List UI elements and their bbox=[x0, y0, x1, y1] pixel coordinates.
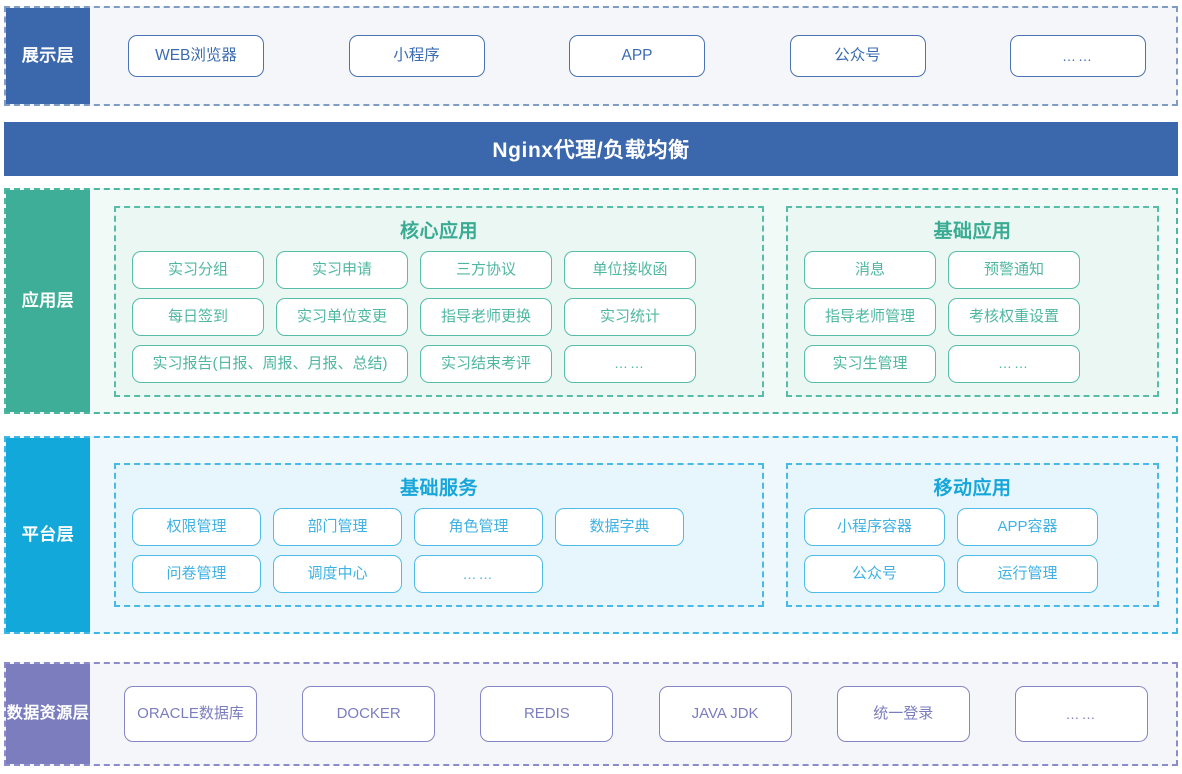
group-grid-mobile-application: 小程序容器 APP容器 公众号 运行管理 bbox=[804, 508, 1141, 593]
group-row: 每日签到 实习单位变更 指导老师更换 实习统计 bbox=[132, 297, 746, 336]
group-grid-basic-application: 消息 预警通知 指导老师管理 考核权重设置 实习生管理 …… bbox=[804, 250, 1141, 383]
group-title-core-application: 核心应用 bbox=[399, 220, 478, 242]
group-grid-basic-service: 权限管理 部门管理 角色管理 数据字典 问卷管理 调度中心 …… bbox=[132, 508, 746, 593]
chip-permission-management[interactable]: 权限管理 bbox=[132, 508, 261, 546]
data-resource-chip-row: ORACLE数据库 DOCKER REDIS JAVA JDK 统一登录 …… bbox=[90, 686, 1176, 742]
chip-app[interactable]: APP bbox=[569, 35, 705, 77]
chip-mini-program-container[interactable]: 小程序容器 bbox=[804, 508, 945, 546]
layer-label-data-resource-line1: 数据资 bbox=[6, 705, 57, 722]
chip-docker[interactable]: DOCKER bbox=[302, 686, 436, 742]
chip-internship-unit-change[interactable]: 实习单位变更 bbox=[276, 297, 408, 336]
chip-assessment-weight-setting[interactable]: 考核权重设置 bbox=[948, 297, 1080, 336]
application-groups: 核心应用 实习分组 实习申请 三方协议 单位接收函 每日签到 实习单位变更 指导… bbox=[90, 190, 1177, 412]
chip-scheduling-center[interactable]: 调度中心 bbox=[273, 555, 402, 593]
group-title-basic-service: 基础服务 bbox=[399, 478, 478, 499]
chip-internship-report[interactable]: 实习报告(日报、周报、月报、总结) bbox=[132, 344, 408, 383]
layer-data-resource: 数据资 源层 ORACLE数据库 DOCKER REDIS JAVA JDK 统… bbox=[4, 662, 1178, 766]
layer-presentation: 展示层 WEB浏览器 小程序 APP 公众号 …… bbox=[4, 6, 1178, 106]
group-grid-core-application: 实习分组 实习申请 三方协议 单位接收函 每日签到 实习单位变更 指导老师更换 … bbox=[132, 250, 746, 383]
layer-label-data-resource-line2: 源层 bbox=[56, 705, 90, 722]
group-basic-service: 基础服务 权限管理 部门管理 角色管理 数据字典 问卷管理 调度中心 …… bbox=[114, 463, 764, 607]
chip-intern-management[interactable]: 实习生管理 bbox=[804, 344, 936, 383]
group-row: 实习分组 实习申请 三方协议 单位接收函 bbox=[132, 250, 746, 289]
layer-label-platform: 平台层 bbox=[6, 438, 90, 632]
chip-internship-statistics[interactable]: 实习统计 bbox=[564, 297, 696, 336]
group-title-mobile-application: 移动应用 bbox=[933, 478, 1012, 499]
chip-official-account[interactable]: 公众号 bbox=[789, 35, 926, 77]
group-core-application: 核心应用 实习分组 实习申请 三方协议 单位接收函 每日签到 实习单位变更 指导… bbox=[114, 205, 764, 397]
group-row: 实习生管理 …… bbox=[804, 344, 1141, 383]
chip-department-management[interactable]: 部门管理 bbox=[273, 508, 402, 546]
chip-data-dictionary[interactable]: 数据字典 bbox=[555, 508, 684, 546]
chip-more-basic-service[interactable]: …… bbox=[414, 555, 543, 593]
group-title-basic-application: 基础应用 bbox=[933, 220, 1012, 242]
group-row: 实习报告(日报、周报、月报、总结) 实习结束考评 …… bbox=[132, 344, 746, 383]
chip-more-presentation[interactable]: …… bbox=[1010, 35, 1146, 77]
group-row: 问卷管理 调度中心 …… bbox=[132, 555, 746, 593]
presentation-chip-row: WEB浏览器 小程序 APP 公众号 …… bbox=[90, 35, 1176, 77]
chip-java-jdk[interactable]: JAVA JDK bbox=[658, 686, 792, 742]
platform-groups: 基础服务 权限管理 部门管理 角色管理 数据字典 问卷管理 调度中心 …… bbox=[90, 438, 1177, 632]
chip-role-management[interactable]: 角色管理 bbox=[414, 508, 543, 546]
layer-application: 应用层 核心应用 实习分组 实习申请 三方协议 单位接收函 每日签到 bbox=[4, 188, 1178, 414]
chip-internship-grouping[interactable]: 实习分组 bbox=[132, 250, 264, 289]
data-resource-body: ORACLE数据库 DOCKER REDIS JAVA JDK 统一登录 …… bbox=[90, 664, 1176, 764]
chip-web-browser[interactable]: WEB浏览器 bbox=[128, 35, 264, 77]
chip-app-container[interactable]: APP容器 bbox=[957, 508, 1098, 546]
chip-internship-final-evaluation[interactable]: 实习结束考评 bbox=[420, 344, 552, 383]
chip-mentor-replacement[interactable]: 指导老师更换 bbox=[420, 297, 552, 336]
chip-unified-login[interactable]: 统一登录 bbox=[836, 686, 970, 742]
layer-platform: 平台层 基础服务 权限管理 部门管理 角色管理 数据字典 问卷管理 bbox=[4, 436, 1178, 634]
group-row: 消息 预警通知 bbox=[804, 250, 1141, 289]
chip-mentor-management[interactable]: 指导老师管理 bbox=[804, 297, 936, 336]
chip-internship-application[interactable]: 实习申请 bbox=[276, 250, 408, 289]
chip-more-basic-application[interactable]: …… bbox=[948, 344, 1080, 383]
chip-questionnaire-management[interactable]: 问卷管理 bbox=[132, 555, 261, 593]
chip-oracle-database[interactable]: ORACLE数据库 bbox=[124, 686, 257, 742]
chip-official-account-platform[interactable]: 公众号 bbox=[804, 555, 945, 593]
group-basic-application: 基础应用 消息 预警通知 指导老师管理 考核权重设置 实习生管理 …… bbox=[786, 205, 1159, 397]
group-row: 小程序容器 APP容器 bbox=[804, 508, 1141, 546]
chip-warning-notice[interactable]: 预警通知 bbox=[948, 250, 1080, 289]
layer-label-data-resource: 数据资 源层 bbox=[6, 664, 90, 764]
platform-body: 基础服务 权限管理 部门管理 角色管理 数据字典 问卷管理 调度中心 …… bbox=[90, 438, 1177, 632]
layer-label-presentation: 展示层 bbox=[6, 8, 90, 104]
presentation-body: WEB浏览器 小程序 APP 公众号 …… bbox=[90, 8, 1176, 104]
group-row: 指导老师管理 考核权重设置 bbox=[804, 297, 1141, 336]
application-body: 核心应用 实习分组 实习申请 三方协议 单位接收函 每日签到 实习单位变更 指导… bbox=[90, 190, 1177, 412]
group-mobile-application: 移动应用 小程序容器 APP容器 公众号 运行管理 bbox=[786, 463, 1159, 607]
chip-mini-program[interactable]: 小程序 bbox=[348, 35, 485, 77]
nginx-proxy-bar: Nginx代理/负载均衡 bbox=[4, 122, 1178, 176]
chip-more-core-application[interactable]: …… bbox=[564, 344, 696, 383]
group-row: 权限管理 部门管理 角色管理 数据字典 bbox=[132, 508, 746, 546]
chip-redis[interactable]: REDIS bbox=[480, 686, 614, 742]
chip-message[interactable]: 消息 bbox=[804, 250, 936, 289]
group-row: 公众号 运行管理 bbox=[804, 555, 1141, 593]
chip-daily-signin[interactable]: 每日签到 bbox=[132, 297, 264, 336]
chip-unit-acceptance-letter[interactable]: 单位接收函 bbox=[564, 250, 696, 289]
chip-tripartite-agreement[interactable]: 三方协议 bbox=[420, 250, 552, 289]
layer-label-application: 应用层 bbox=[6, 190, 90, 412]
chip-more-data-resource[interactable]: …… bbox=[1014, 686, 1148, 742]
chip-operation-management[interactable]: 运行管理 bbox=[957, 555, 1098, 593]
